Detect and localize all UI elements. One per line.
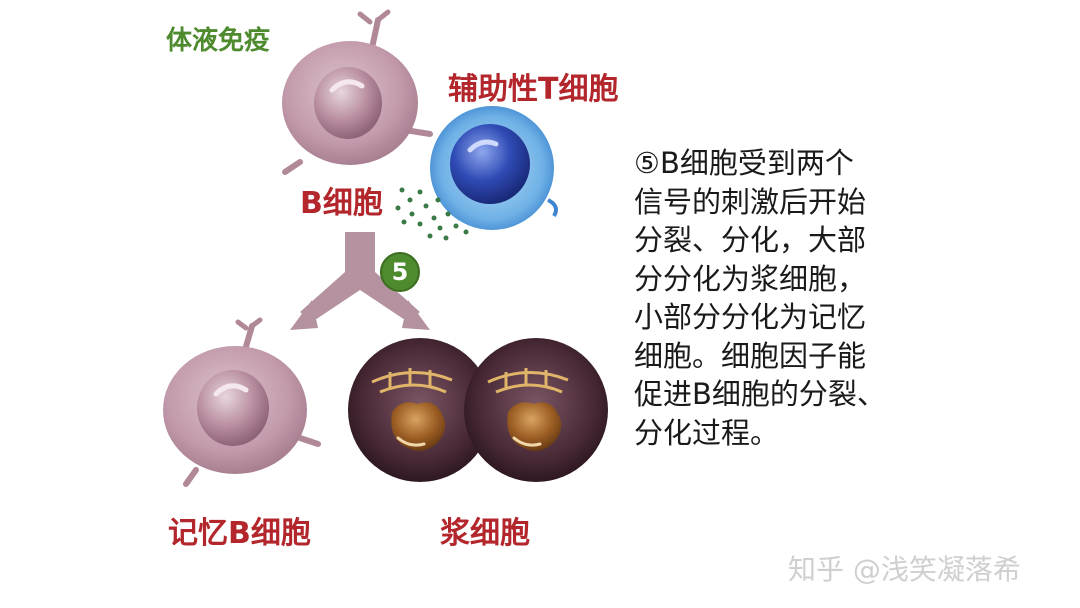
description-line: 分化过程。 <box>634 415 780 450</box>
memory-b-cell-graphic <box>163 317 321 487</box>
description-line: 分裂、分化，大部 <box>634 223 867 257</box>
b-cell-label: B细胞 <box>300 186 383 221</box>
plasma-cells-graphic <box>348 338 608 482</box>
description-line: 促进B细胞的分裂、 <box>634 377 886 411</box>
memory-b-cell-label: 记忆B细胞 <box>168 516 311 551</box>
description-line: 信号的刺激后开始 <box>634 184 867 219</box>
differentiation-arrow <box>290 232 430 330</box>
step-number-badge: 5 <box>380 252 420 292</box>
b-cell-graphic <box>282 9 433 175</box>
helper-t-cell-label: 辅助性T细胞 <box>448 72 619 107</box>
description-line: ⑤B细胞受到两个 <box>634 146 854 180</box>
description-line: 小部分分化为记忆 <box>634 300 867 334</box>
cytokine-dots <box>395 187 469 241</box>
watermark: 知乎 @浅笑凝落希 <box>788 553 1021 586</box>
diagram-title: 体液免疫 <box>166 26 271 56</box>
description-line: 细胞。细胞因子能 <box>634 338 867 373</box>
description-text: ⑤B细胞受到两个 信号的刺激后开始 分裂、分化，大部 分分化为浆细胞， 小部分分… <box>634 144 934 452</box>
helper-t-cell-graphic <box>430 106 558 230</box>
plasma-cell-label: 浆细胞 <box>440 516 530 551</box>
description-line: 分分化为浆细胞， <box>634 261 867 296</box>
